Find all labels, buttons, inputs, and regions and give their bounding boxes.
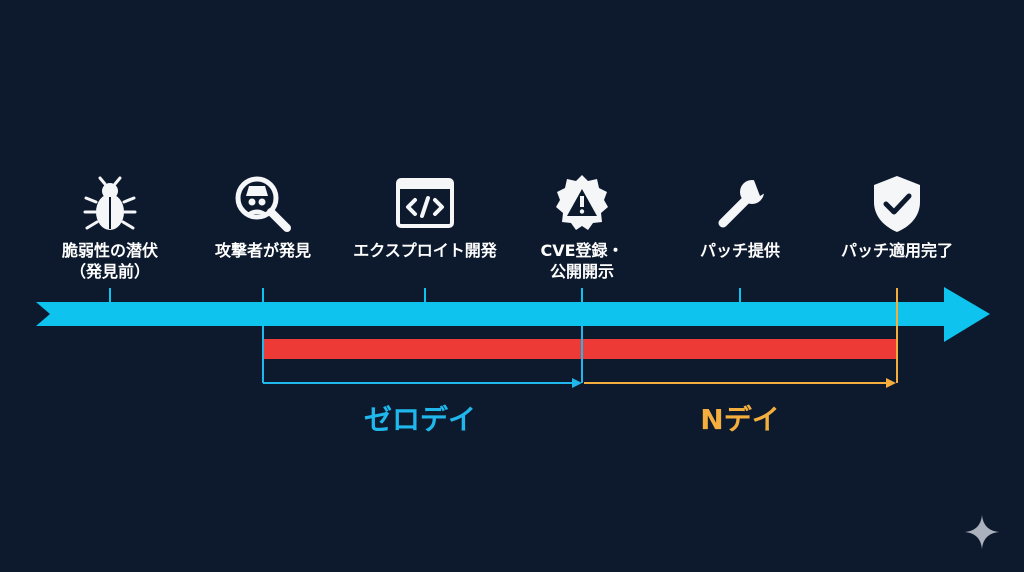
warning-badge-icon — [556, 175, 608, 230]
stage-label-attacker-discovery: 攻撃者が発見 — [214, 241, 312, 260]
stage-label-latent: 脆弱性の潜伏 （発見前） — [61, 241, 159, 281]
code-window-icon — [396, 178, 454, 228]
exposure-window-bar — [264, 339, 896, 359]
stage-label-patch-release: パッチ提供 — [699, 241, 781, 260]
n-day-bracket — [584, 288, 898, 388]
sparkle-icon — [964, 514, 1000, 550]
bug-icon — [83, 176, 137, 230]
stage-label-cve-disclosure: CVE登録・ 公開開示 — [540, 241, 624, 281]
period-label-zero-day: ゼロデイ — [363, 403, 477, 436]
timeline-arrow — [36, 287, 990, 342]
spy-search-icon — [235, 176, 291, 232]
period-label-n-day: Nデイ — [700, 403, 780, 436]
zero-day-bracket — [262, 326, 583, 388]
timeline-ticks — [109, 288, 898, 302]
stage-label-exploit-development: エクスプロイト開発 — [353, 241, 497, 260]
stage-label-patch-applied: パッチ適用完了 — [840, 241, 954, 260]
wrench-icon — [718, 175, 770, 228]
shield-check-icon — [874, 176, 920, 232]
